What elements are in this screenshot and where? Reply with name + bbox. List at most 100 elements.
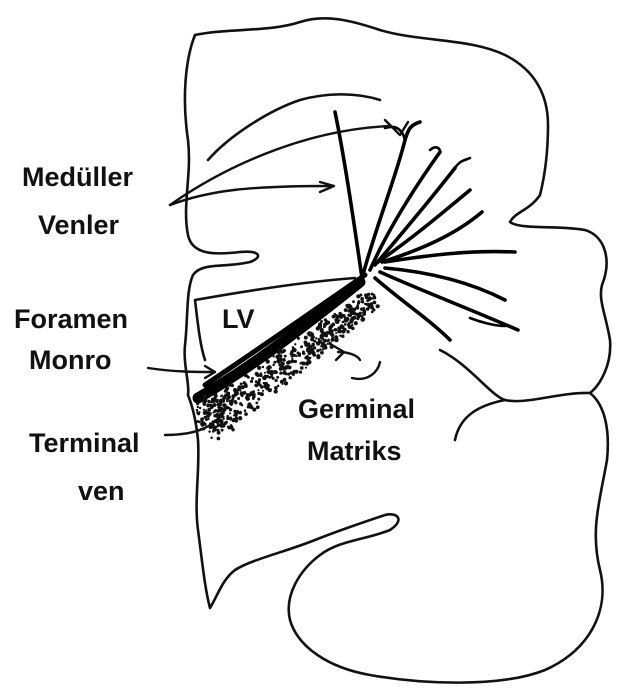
stipple-dot [304,336,308,340]
stipple-dot [300,366,304,370]
stipple-dot [264,372,266,374]
stipple-dot [216,429,219,432]
stipple-dot [195,421,197,423]
stipple-dot [203,399,207,403]
stipple-dot [212,412,214,414]
stipple-dot [346,330,349,333]
stipple-dot [252,395,256,399]
stipple-dot [320,320,323,323]
stipple-dot [343,328,346,331]
label-terminal-line2: ven [78,478,125,505]
stipple-dot [347,318,349,320]
stipple-dot [352,308,356,312]
stipple-dot [280,365,284,369]
stipple-dot [330,330,334,334]
stipple-dot [348,305,352,309]
stipple-dot [334,335,338,339]
stipple-dot [257,366,261,370]
stipple-dot [202,422,204,424]
stipple-dot [367,293,370,296]
stipple-dot [274,389,278,393]
stipple-dot [273,361,276,364]
stipple-dot [198,421,201,424]
stipple-dot [302,351,305,354]
foramen-leader-line [148,368,215,372]
stipple-dot [351,321,353,323]
stipple-dot [203,403,206,406]
stipple-dot [262,366,265,369]
stipple-dot [262,390,264,392]
stipple-dot [289,376,292,379]
stipple-dot [300,345,303,348]
stipple-dot [355,313,359,317]
stipple-dot [231,394,235,398]
stipple-dot [199,407,201,409]
stipple-dot [226,417,229,420]
stipple-dot [292,370,295,373]
stipple-dot [321,342,325,346]
stipple-dot [230,404,232,406]
stipple-dot [347,313,350,316]
stipple-dot [361,300,364,303]
stipple-dot [206,403,209,406]
stipple-dot [305,367,307,369]
stipple-dot [250,380,253,383]
stipple-dot [281,362,285,366]
stipple-dot [331,337,334,340]
stipple-dot [221,429,224,432]
stipple-dot [313,340,316,343]
stipple-dot [316,342,320,346]
stipple-dot [323,322,327,326]
stipple-dot [372,301,376,305]
stipple-dot [327,343,329,345]
stipple-dot [328,326,332,330]
stipple-dot [239,411,242,414]
stipple-dot [316,349,319,352]
stipple-dot [344,308,348,312]
stipple-dot [356,306,360,310]
stipple-dot [266,359,270,363]
stipple-dot [277,350,281,354]
stipple-dot [250,391,254,395]
stipple-dot [340,324,344,328]
stipple-dot [217,437,221,441]
label-medullary-line2: Venler [38,212,119,239]
stipple-dot [218,420,221,423]
stipple-dot [372,308,375,311]
stipple-dot [331,322,335,326]
stipple-dot [294,360,297,363]
stipple-dot [236,388,239,391]
stipple-dot [325,334,328,337]
stipple-dot [234,401,237,404]
stipple-dot [233,414,235,416]
stipple-dot [229,412,231,414]
stipple-dot [240,394,243,397]
lower-gyrus-outline [455,400,505,440]
stipple-dot [356,317,359,320]
stipple-dot [255,380,258,383]
stipple-dot [291,359,295,363]
stipple-dot [244,409,247,412]
stipple-dot [221,399,225,403]
stipple-dot [220,395,222,397]
stipple-dot [293,348,297,352]
stipple-dot [275,355,279,359]
stipple-dot [316,326,320,330]
stipple-dot [276,376,279,379]
stipple-dot [282,351,284,353]
stipple-dot [227,425,230,428]
stipple-dot [280,380,284,384]
stipple-dot [274,386,278,390]
stipple-dot [339,315,343,319]
stipple-dot [277,361,279,363]
stipple-dot [311,335,315,339]
stipple-dot [348,322,351,325]
stipple-dot [196,409,199,412]
stipple-dot [279,354,283,358]
stipple-dot [306,356,309,359]
stipple-dot [266,366,270,370]
stipple-dot [241,385,245,389]
stipple-dot [260,372,262,374]
stipple-dot [238,416,242,420]
